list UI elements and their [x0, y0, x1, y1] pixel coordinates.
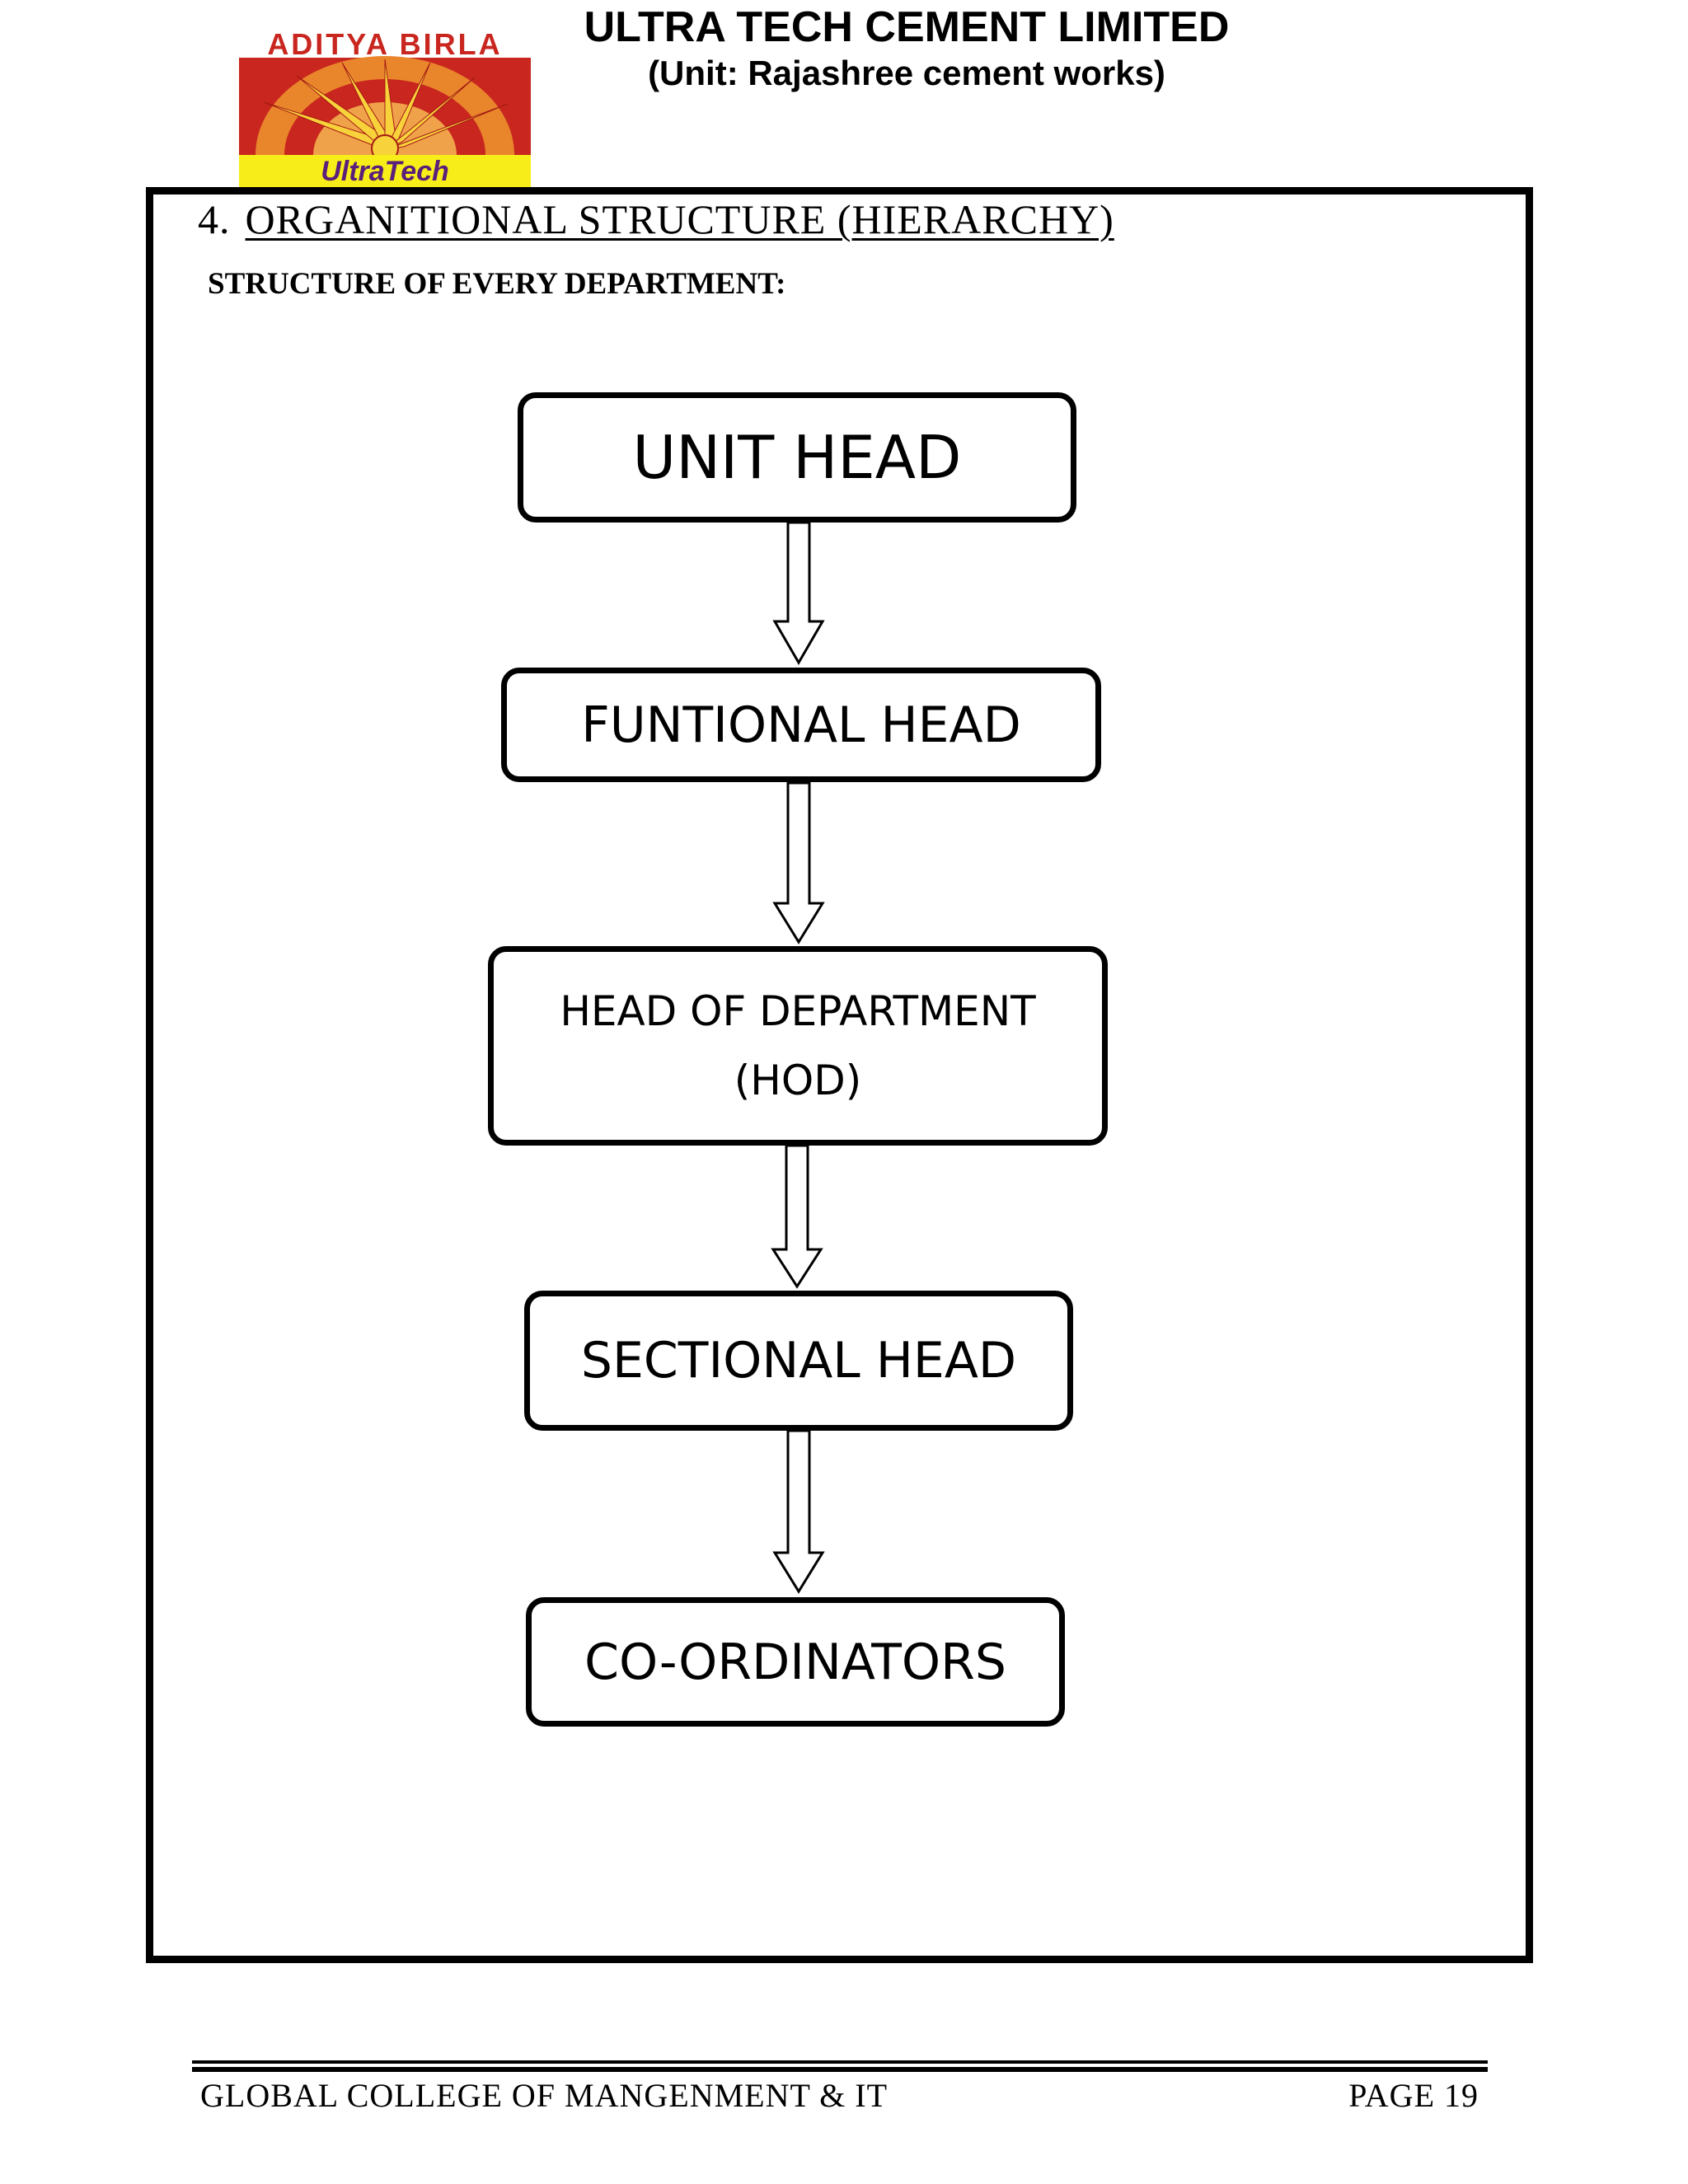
content-frame: [146, 187, 1533, 1963]
sectional-head-box: SECTIONAL HEAD: [524, 1291, 1073, 1431]
down-arrow-icon: [772, 781, 825, 944]
logo-bottom-text: UltraTech: [321, 156, 449, 187]
footer-page-number: PAGE 19: [1348, 2077, 1479, 2114]
functional-head-box: FUNTIONAL HEAD: [501, 668, 1101, 782]
section-title: 4. ORGANITIONAL STRUCTURE (HIERARCHY): [198, 194, 1114, 244]
hod-label-line1: HEAD OF DEPARTMENT: [560, 987, 1036, 1035]
section-subheading: STRUCTURE OF EVERY DEPARTMENT:: [208, 267, 786, 301]
logo-top-text: ADITYA BIRLA: [267, 27, 502, 61]
down-arrow-icon: [772, 1429, 825, 1594]
footer-divider: [192, 2060, 1488, 2072]
down-arrow-icon: [771, 1144, 823, 1289]
section-number: 4.: [198, 196, 231, 242]
sectional-head-label: SECTIONAL HEAD: [580, 1332, 1017, 1390]
coordinators-label: CO-ORDINATORS: [584, 1633, 1006, 1691]
unit-head-label: UNIT HEAD: [632, 423, 962, 492]
coordinators-box: CO-ORDINATORS: [526, 1597, 1065, 1727]
company-unit-line: (Unit: Rajashree cement works): [648, 54, 1165, 92]
footer-college-name: GLOBAL COLLEGE OF MANGENMENT & IT: [200, 2077, 889, 2114]
company-name: ULTRA TECH CEMENT LIMITED: [584, 3, 1230, 51]
head-of-department-box: HEAD OF DEPARTMENT (HOD): [488, 946, 1108, 1146]
down-arrow-icon: [772, 521, 825, 665]
aditya-birla-ultratech-logo: ADITYA BIRLA UltraTech: [239, 26, 531, 187]
section-title-text: ORGANITIONAL STRUCTURE (HIERARCHY): [245, 196, 1114, 242]
hod-label-line2: (HOD): [734, 1057, 862, 1104]
functional-head-label: FUNTIONAL HEAD: [581, 696, 1021, 754]
unit-head-box: UNIT HEAD: [518, 392, 1076, 523]
